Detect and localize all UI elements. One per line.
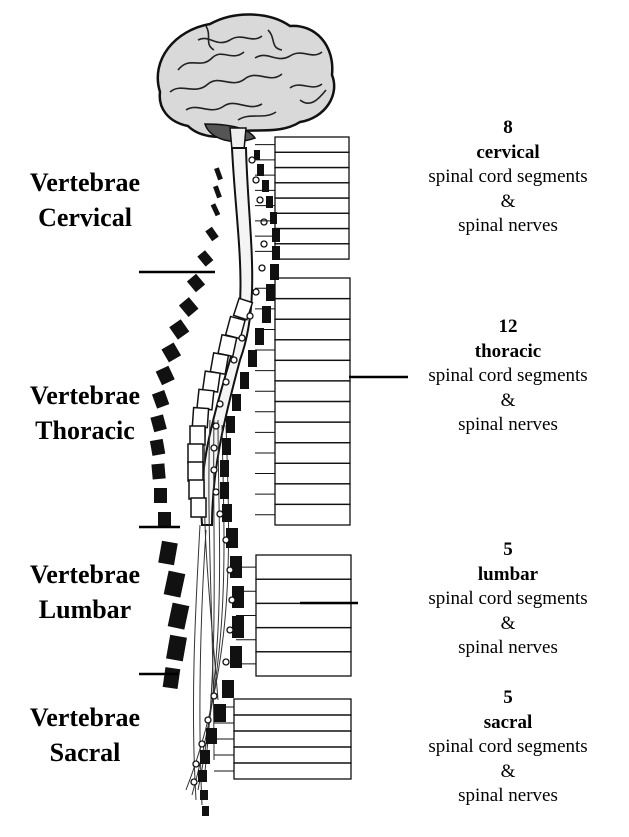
sacral-segment-box (233, 746, 352, 764)
segment-ampersand: & (500, 389, 516, 411)
cervical-segment-box (274, 136, 350, 153)
segment-region: thoracic (474, 340, 542, 362)
cervical-segment-label: 8 cervical spinal cord segments & spinal… (408, 116, 608, 239)
thoracic-segment-label: 12 thoracic spinal cord segments & spina… (408, 315, 608, 438)
lumbar-segment-box (255, 602, 352, 629)
thoracic-segment-box (274, 297, 351, 320)
segment-connectors (214, 144, 275, 772)
segment-line-a: spinal cord segments (428, 365, 588, 386)
thoracic-segment-box (274, 359, 351, 382)
vertebrae-word: Vertebrae (29, 560, 141, 589)
thoracic-segment-box (274, 277, 351, 300)
anterior-processes (149, 167, 223, 690)
cervical-segment-box (274, 227, 350, 245)
thoracic-segment-box (274, 400, 351, 423)
vertebrae-word: Vertebrae (29, 381, 141, 410)
cervical-segment-box (274, 243, 350, 260)
pointer-lines (300, 375, 408, 605)
thoracic-segment-box (274, 462, 351, 485)
cervical-segment-box (274, 166, 350, 184)
vertebrae-sacral-label: Vertebrae Sacral (0, 700, 170, 770)
sacral-segment-box (233, 762, 352, 780)
sacral-segment-box (233, 730, 352, 748)
lumbar-segment-box (255, 578, 352, 605)
thoracic-segment-box (274, 380, 351, 403)
segment-region: lumbar (477, 563, 539, 585)
nerve-roots (190, 156, 268, 786)
segment-ampersand: & (500, 612, 516, 634)
segment-line-b: spinal nerves (458, 785, 558, 806)
vertebrae-word: Vertebrae (29, 168, 141, 197)
cervical-segment-box (274, 197, 350, 214)
thoracic-segment-box (274, 421, 351, 444)
lumbar-segment-label: 5 lumbar spinal cord segments & spinal n… (408, 538, 608, 661)
cervical-segment-box (274, 212, 350, 230)
thoracic-segment-box (274, 339, 351, 362)
segment-region: sacral (483, 711, 533, 733)
thoracic-segment-box (274, 503, 351, 526)
vertebrae-thoracic-label: Vertebrae Thoracic (0, 378, 170, 448)
cervical-segment-box (274, 151, 350, 169)
segment-line-b: spinal nerves (458, 414, 558, 435)
vertebrae-word: Vertebrae (29, 703, 141, 732)
segment-line-b: spinal nerves (458, 637, 558, 658)
thoracic-segment-box (274, 318, 351, 341)
region-dividers (139, 270, 215, 676)
brain-illustration (156, 13, 336, 151)
segment-ampersand: & (500, 760, 516, 782)
segment-line-a: spinal cord segments (428, 588, 588, 609)
segment-count: 5 (503, 539, 513, 560)
lumbar-segment-box (255, 626, 352, 653)
segment-ampersand: & (500, 190, 516, 212)
lumbar-word: Lumbar (38, 595, 132, 624)
spinous-processes (198, 150, 280, 816)
lumbar-segment-box (255, 554, 352, 580)
thoracic-word: Thoracic (35, 416, 135, 445)
cervical-segment-box (274, 182, 350, 199)
sacral-segment-label: 5 sacral spinal cord segments & spinal n… (408, 686, 608, 809)
segment-line-a: spinal cord segments (428, 736, 588, 757)
thoracic-segment-box (274, 442, 351, 464)
segment-count: 5 (503, 687, 513, 708)
lumbar-segment-box (255, 651, 352, 677)
vertebrae-cervical-label: Vertebrae Cervical (0, 165, 170, 235)
segment-region: cervical (476, 141, 540, 163)
sacral-segment-box (233, 698, 352, 716)
sacral-segment-box (233, 714, 352, 732)
cervical-word: Cervical (38, 203, 132, 232)
segment-line-a: spinal cord segments (428, 166, 588, 187)
segment-count: 8 (503, 117, 513, 138)
segment-line-b: spinal nerves (458, 215, 558, 236)
vertebrae-lumbar-label: Vertebrae Lumbar (0, 557, 170, 627)
thoracic-segment-box (274, 483, 351, 506)
segment-count: 12 (498, 316, 518, 337)
sacral-word: Sacral (49, 738, 121, 767)
